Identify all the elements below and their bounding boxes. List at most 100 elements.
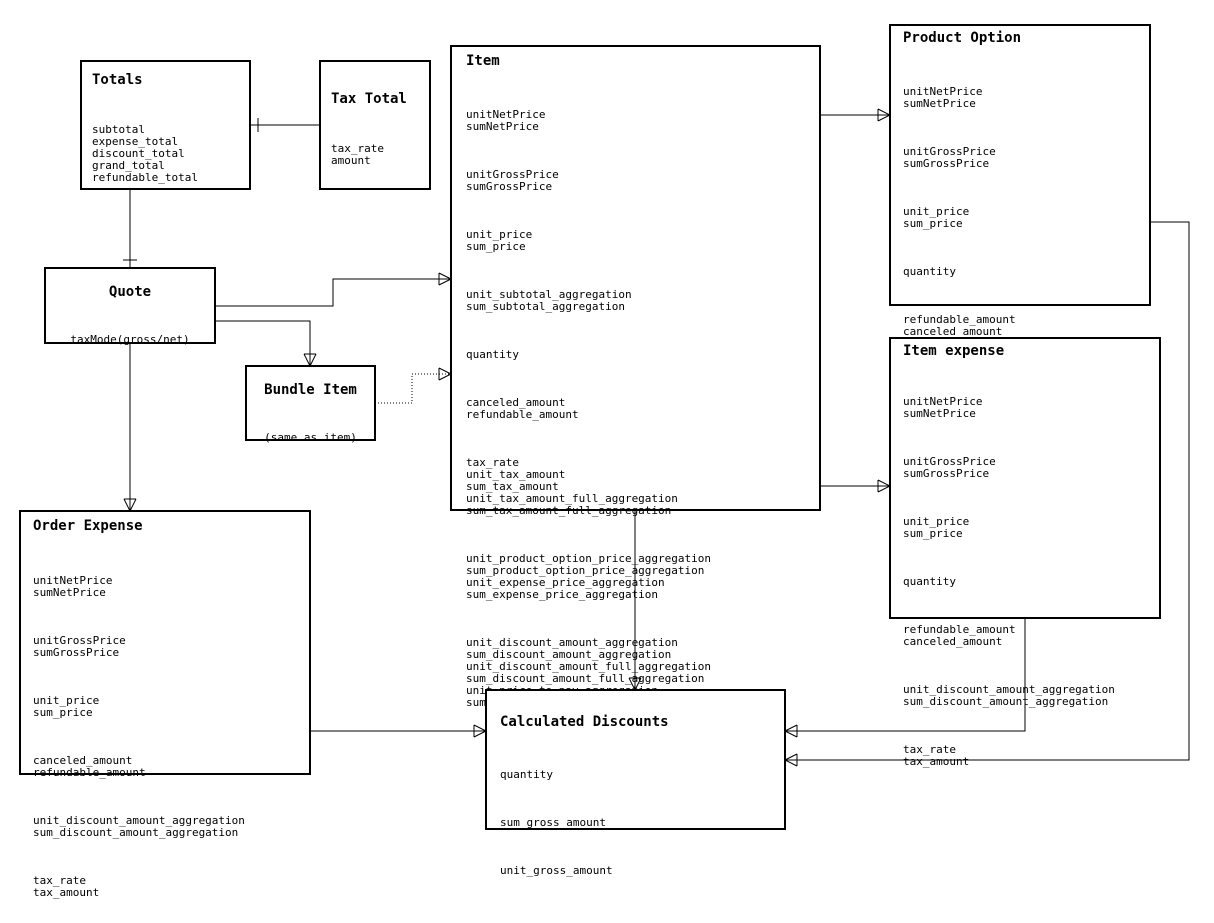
field-unit-gross-amount: unit_gross_amount	[500, 864, 613, 877]
field-tax-rate: tax_rate	[33, 874, 86, 887]
field-expense-total: expense_total	[92, 135, 179, 148]
field-sum-product-option-price-aggregation: sum_product_option_price_aggregation	[466, 564, 705, 577]
field-sum-discount-amount-aggregation: sum_discount_amount_aggregation	[33, 826, 239, 839]
entity-title: Totals	[92, 72, 143, 88]
entity-fields: (same as item)	[253, 408, 368, 468]
field-subtotal: subtotal	[92, 123, 145, 136]
entity-title: Quote	[108, 284, 152, 300]
entity-fields: taxMode(gross/net)	[54, 310, 206, 370]
entity-title: Product Option	[903, 30, 1022, 46]
relationship-order-expense-calculated-discounts	[310, 724, 487, 738]
field-quantity: quantity	[903, 265, 956, 278]
field-canceled-amount: canceled_amount	[903, 635, 1003, 648]
field-quantity: quantity	[466, 348, 519, 361]
field-sum-price: sum_price	[466, 240, 526, 253]
field-sum-gross-amount: sum_gross_amount	[500, 816, 606, 829]
field-tax-rate: tax_rate	[903, 743, 956, 756]
field-refundable-amount: refundable_amount	[903, 623, 1016, 636]
field-amount: amount	[331, 154, 371, 167]
field-unitgrossprice: unitGrossPrice	[903, 145, 996, 158]
field-unit-price: unit_price	[466, 228, 533, 241]
field-group: quantity	[466, 349, 805, 361]
field-taxmode-gross-net: taxMode(gross/net)	[70, 333, 190, 346]
field-sumnetprice: sumNetPrice	[33, 586, 106, 599]
field-unit-discount-amount-full-aggregation: unit_discount_amount_full_aggregation	[466, 660, 712, 673]
field-group: quantity	[903, 576, 1147, 588]
relationship-bundle-item-item	[375, 367, 452, 404]
field-tax-amount: tax_amount	[33, 886, 100, 899]
field-unit-tax-amount: unit_tax_amount	[466, 468, 566, 481]
field-group: taxMode(gross/net)	[54, 334, 206, 346]
relationship-quote-order-expense	[123, 343, 137, 512]
field-unit-expense-price-aggregation: unit_expense_price_aggregation	[466, 576, 665, 589]
field-sumnetprice: sumNetPrice	[903, 97, 976, 110]
entity-bundle-item: Bundle Item (same as item)	[245, 365, 376, 444]
field-sum-discount-amount-aggregation: sum_discount_amount_aggregation	[903, 695, 1109, 708]
field-group: unit_gross_amount	[500, 865, 771, 877]
field-refundable-total: refundable_total	[92, 171, 198, 184]
field-unit-subtotal-aggregation: unit_subtotal_aggregation	[466, 288, 632, 301]
field-sum-price: sum_price	[903, 527, 963, 540]
field-unitnetprice: unitNetPrice	[903, 85, 983, 98]
entity-fields: quantity sum_gross_amount unit_gross_amo…	[500, 745, 771, 901]
field-unitgrossprice: unitGrossPrice	[903, 455, 996, 468]
field-sum-discount-amount-aggregation: sum_discount_amount_aggregation	[466, 648, 672, 661]
field-same-as-item: (same as item)	[264, 431, 357, 444]
field-unit-price: unit_price	[903, 205, 970, 218]
field-sum-price: sum_price	[903, 217, 963, 230]
field-group: (same as item)	[253, 432, 368, 444]
field-sum-expense-price-aggregation: sum_expense_price_aggregation	[466, 588, 659, 601]
entity-title: Item	[466, 53, 500, 69]
field-sumgrossprice: sumGrossPrice	[466, 180, 553, 193]
field-sumnetprice: sumNetPrice	[903, 407, 976, 420]
field-sum-discount-amount-full-aggregation: sum_discount_amount_full_aggregation	[466, 672, 705, 685]
entity-calculated-discounts: Calculated Discounts quantity sum_gross_…	[485, 689, 786, 877]
field-unitnetprice: unitNetPrice	[903, 395, 983, 408]
field-sumnetprice: sumNetPrice	[466, 120, 539, 133]
relationship-item-expense-calculated-discounts	[784, 617, 1026, 738]
relationship-quote-item	[215, 272, 452, 307]
field-sumgrossprice: sumGrossPrice	[903, 157, 990, 170]
field-unitnetprice: unitNetPrice	[466, 108, 546, 121]
field-unitgrossprice: unitGrossPrice	[33, 634, 126, 647]
field-sum-subtotal-aggregation: sum_subtotal_aggregation	[466, 300, 625, 313]
field-quantity: quantity	[500, 768, 553, 781]
field-group: quantity	[500, 769, 771, 781]
relationship-item-product-option	[820, 108, 891, 122]
relationship-lines	[123, 108, 1190, 767]
field-tax-rate: tax_rate	[331, 142, 384, 155]
relationship-totals-quote	[123, 189, 137, 268]
field-unitgrossprice: unitGrossPrice	[466, 168, 559, 181]
field-tax-rate: tax_rate	[466, 456, 519, 469]
entity-title: Calculated Discounts	[500, 714, 669, 730]
entity-title: Tax Total	[331, 91, 407, 107]
